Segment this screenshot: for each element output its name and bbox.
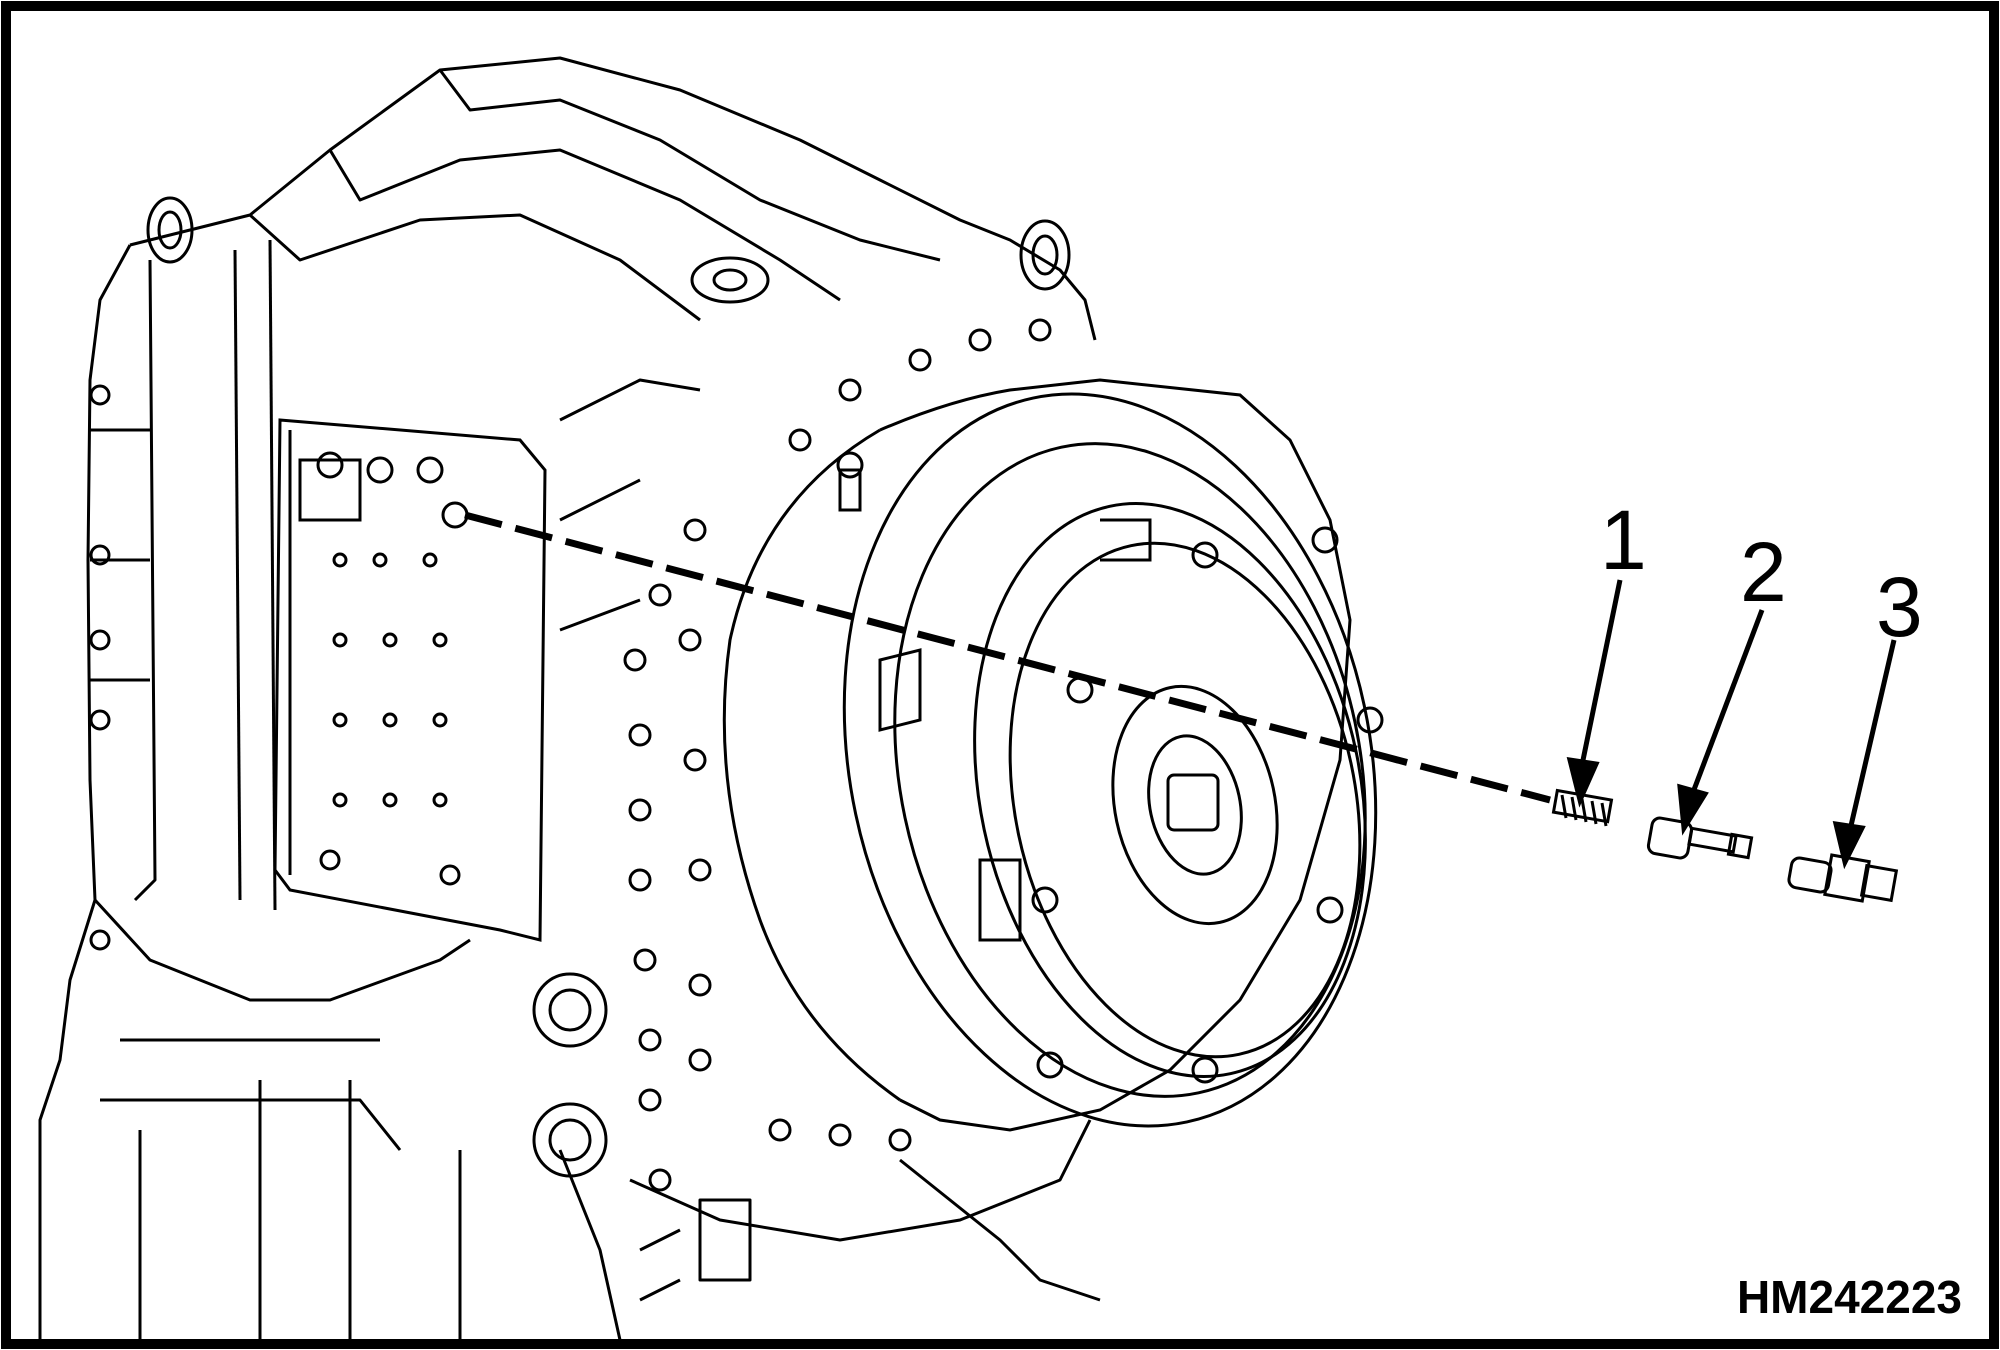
explode-line	[464, 511, 1551, 804]
callout-3: 3	[1876, 560, 1923, 654]
leader-arrows	[1566, 579, 1897, 870]
callout-2: 2	[1740, 525, 1787, 619]
housing-bolts	[89, 318, 1052, 1192]
part-plug	[1787, 853, 1899, 903]
transmission-housing	[38, 56, 1101, 1341]
callout-1: 1	[1600, 493, 1647, 587]
figure-id: HM242223	[1736, 1271, 1962, 1323]
torque-converter	[722, 378, 1384, 1132]
part-valve	[1646, 816, 1754, 860]
valve-body-plate	[273, 418, 547, 942]
